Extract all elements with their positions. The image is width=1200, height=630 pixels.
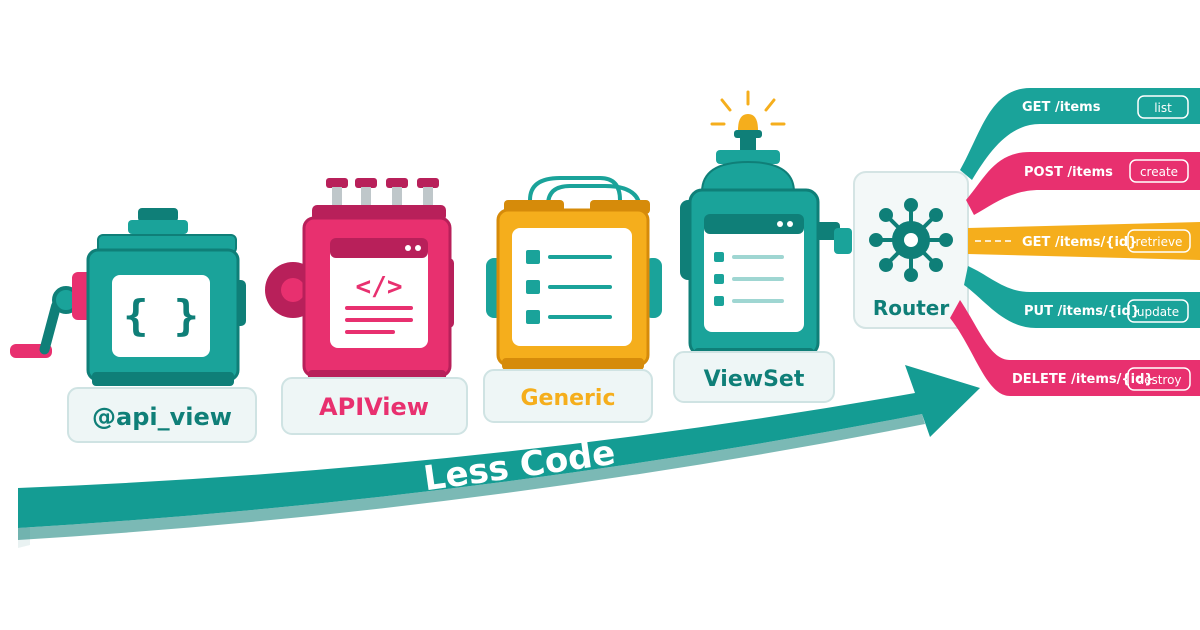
- generic-label-card: Generic: [483, 369, 653, 423]
- action-label: destroy: [1136, 373, 1181, 387]
- route-path: PUT /items/{id}: [1024, 304, 1140, 319]
- curly-braces-icon: { }: [123, 291, 199, 340]
- action-label: list: [1154, 101, 1172, 115]
- action-badge: [1129, 159, 1189, 183]
- viewset-label: ViewSet: [704, 367, 805, 392]
- action-label: retrieve: [1136, 235, 1183, 249]
- action-label: create: [1140, 165, 1178, 179]
- action-badge: [1127, 299, 1189, 323]
- route-put-item: PUT /items/{id} update: [964, 266, 1200, 328]
- route-path: GET /items/{id}: [1022, 235, 1137, 250]
- code-window-icon: </>: [356, 272, 403, 302]
- viewset-machine: [680, 90, 852, 360]
- route-path: GET /items: [1022, 100, 1101, 115]
- apiview-machine: </>: [265, 178, 454, 384]
- viewset-label-card: ViewSet: [673, 351, 835, 403]
- route-delete-item: DELETE /items/{id} destroy: [950, 300, 1200, 396]
- action-label: update: [1137, 305, 1179, 319]
- action-badge: [1137, 95, 1189, 119]
- router-label: Router: [873, 296, 950, 320]
- checklist-icon: [526, 250, 612, 324]
- route-path: DELETE /items/{id}: [1012, 372, 1154, 387]
- beacon-light-icon: [710, 90, 786, 138]
- action-badge: [1127, 367, 1191, 391]
- list-window-icon: [704, 214, 804, 306]
- api-view-machine: { }: [10, 208, 246, 386]
- hand-crank-icon: [10, 272, 94, 358]
- route-path: POST /items: [1024, 165, 1113, 180]
- route-get-item: GET /items/{id} retrieve: [968, 222, 1200, 260]
- apiview-label-card: APIView: [281, 377, 468, 435]
- action-badge: [1127, 229, 1191, 253]
- apiview-label: APIView: [319, 393, 429, 421]
- route-get-items: GET /items list: [960, 88, 1200, 180]
- generic-machine: [486, 176, 662, 370]
- api-view-label: @api_view: [92, 403, 232, 431]
- route-list: GET /items list POST /items create GET /…: [950, 88, 1200, 396]
- generic-label: Generic: [521, 386, 616, 411]
- route-post-items: POST /items create: [966, 152, 1200, 215]
- hub-icon: [869, 198, 953, 282]
- router-box: Router: [853, 171, 969, 329]
- api-view-label-card: @api_view: [67, 387, 257, 443]
